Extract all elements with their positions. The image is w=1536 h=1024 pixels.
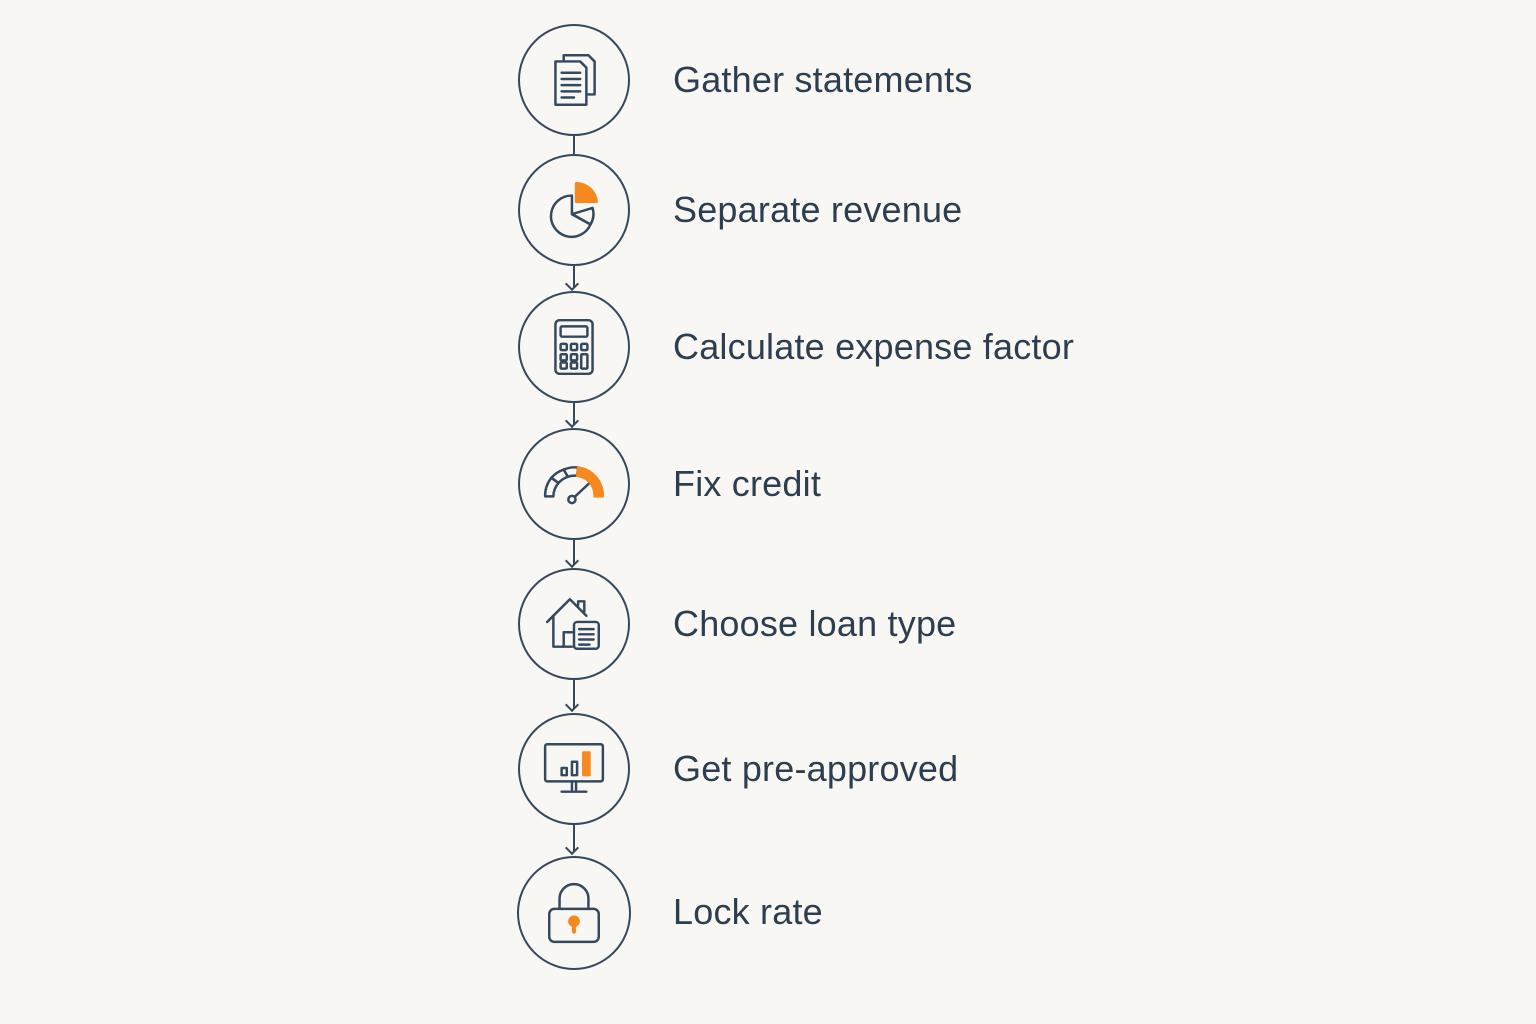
step-gather-statements: Gather statements	[518, 24, 1138, 136]
monitor-chart-icon	[543, 743, 605, 793]
arrow-down-icon	[564, 697, 580, 713]
step-fix-credit: Fix credit	[518, 428, 1138, 540]
connector-arrow	[564, 679, 580, 713]
step-choose-loan-type: Choose loan type	[518, 568, 1138, 680]
step-lock-rate: Lock rate	[517, 856, 1138, 970]
documents-icon	[554, 54, 596, 106]
arrow-down-icon	[564, 840, 580, 856]
house-document-icon	[545, 598, 600, 650]
step-calculate-expense-factor: Calculate expense factor	[518, 291, 1138, 403]
step-label: Separate revenue	[673, 189, 963, 230]
connector-line	[573, 134, 575, 156]
connector-arrow	[564, 539, 580, 569]
calculator-icon	[554, 318, 594, 376]
step-label: Choose loan type	[673, 603, 957, 644]
step-circle	[518, 24, 630, 136]
step-separate-revenue: Separate revenue	[518, 154, 1138, 266]
pie-chart-icon	[549, 181, 598, 238]
step-circle	[518, 713, 630, 825]
step-label: Lock rate	[673, 891, 823, 932]
connector-arrow	[564, 824, 580, 856]
step-circle	[518, 291, 630, 403]
arrow-down-icon	[564, 276, 580, 292]
step-label: Calculate expense factor	[673, 326, 1075, 367]
step-get-pre-approved: Get pre-approved	[518, 713, 1138, 825]
connector-arrow	[564, 264, 580, 292]
arrow-down-icon	[564, 553, 580, 569]
arrow-down-icon	[564, 413, 580, 429]
connector-arrow	[564, 401, 580, 429]
step-label: Fix credit	[673, 463, 822, 504]
step-circle	[518, 428, 630, 540]
gauge-icon	[543, 466, 605, 505]
step-circle	[517, 856, 631, 970]
step-circle	[518, 154, 630, 266]
step-label: Get pre-approved	[673, 748, 959, 789]
step-label: Gather statements	[673, 59, 973, 100]
step-circle	[518, 568, 630, 680]
padlock-icon	[548, 882, 600, 944]
